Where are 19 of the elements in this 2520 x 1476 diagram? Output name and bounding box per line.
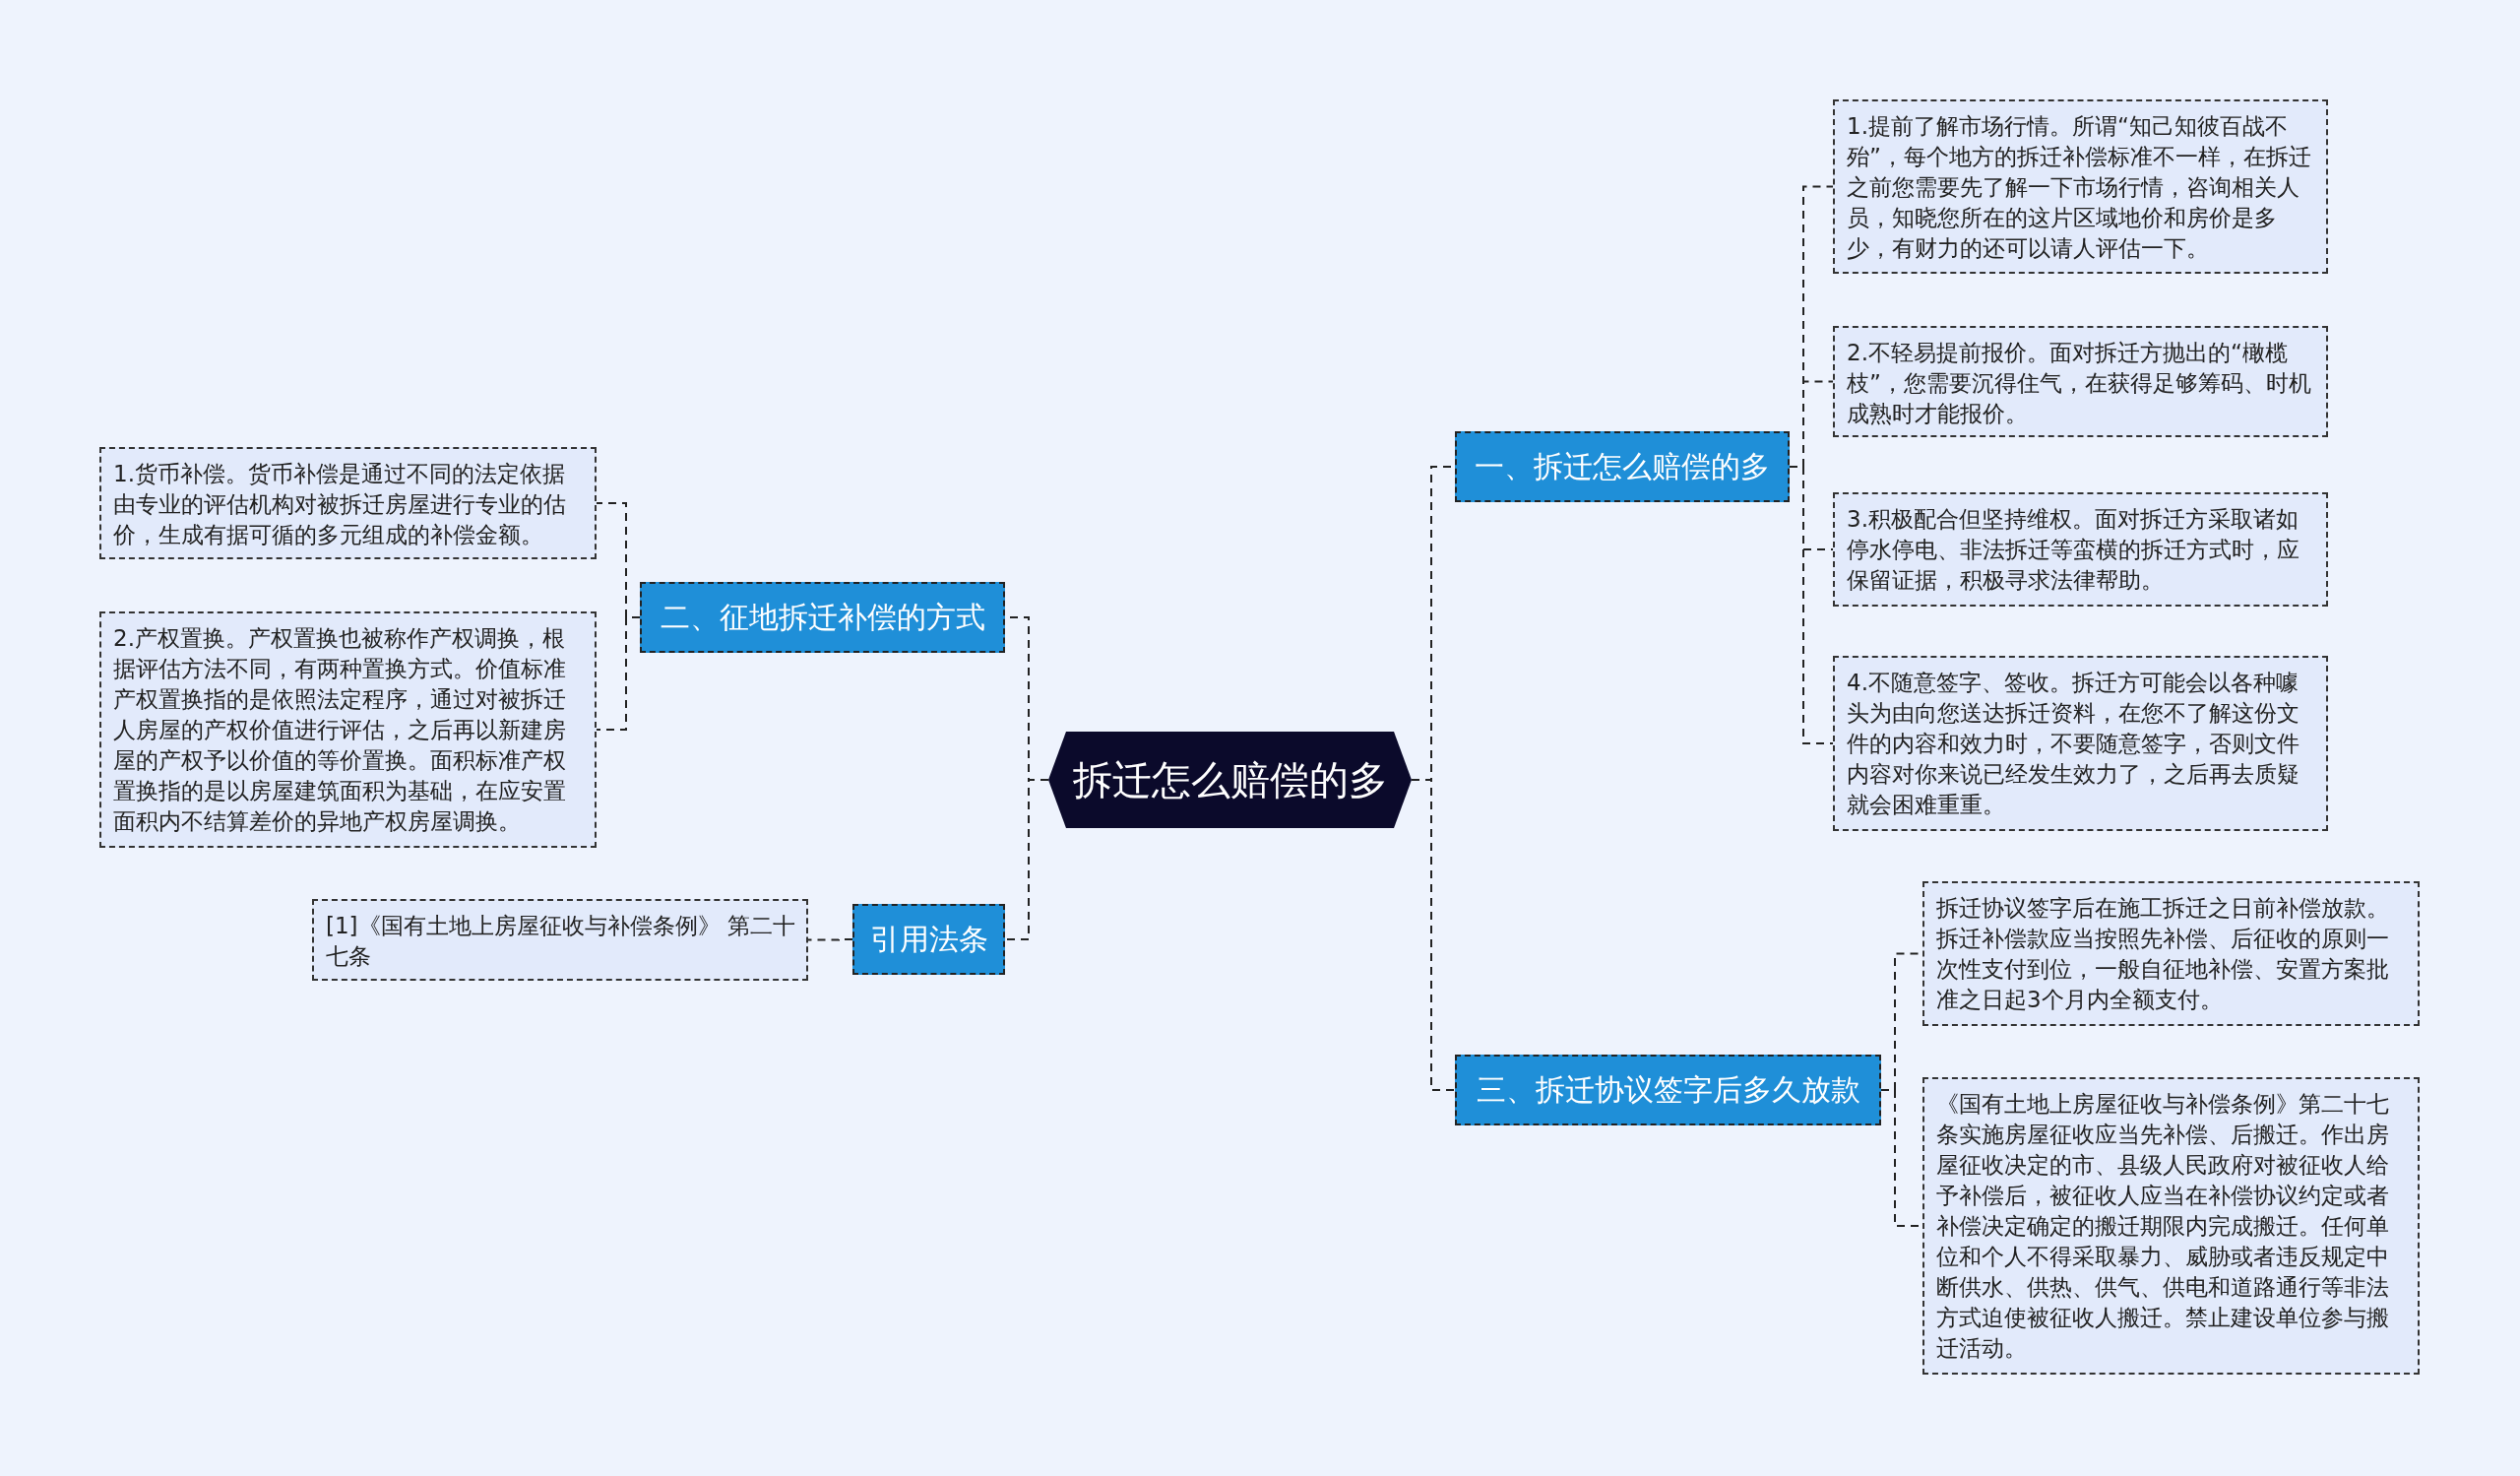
text-box: 《国有土地上房屋征收与补偿条例》第二十七条实施房屋征收应当先补偿、后搬迁。作出房屋征收决定的市、县级人民政府对被征收人给予补偿后，被征收人应当在补偿协议约定或者补偿决定确定的搬迁期限内完成搬迁。任何单位和个人不得采取暴力、威胁或者违反规定中断供水、供热、供气、供电和道路通行等非法方式迫使被征收人搬迁。禁止建设单位参与搬迁活动。 bbox=[1922, 1077, 2420, 1375]
connector-line bbox=[1004, 779, 1049, 940]
connector-line bbox=[1411, 779, 1456, 1091]
text-box: 2.产权置换。产权置换也被称作产权调换，根据评估方法不同，有两种置换方式。价值标准产权置换指的是依照法定程序，通过对被拆迁人房屋的产权价值进行评估，之后再以新建房屋的产权予以价值的等价置换。面积标准产权置换指的是以房屋建筑面积为基础，在应安置面积内不结算差价的异地产权房屋调换。 bbox=[99, 611, 597, 848]
topic-box: 一、拆迁怎么赔偿的多 bbox=[1455, 431, 1790, 502]
connector-line bbox=[596, 616, 641, 731]
connector-line bbox=[807, 938, 853, 941]
central-topic: 拆迁怎么赔偿的多 bbox=[1048, 732, 1412, 828]
text-box: 4.不随意签字、签收。拆迁方可能会以各种噱头为由向您送达拆迁资料，在您不了解这份文件的内容和效力时，不要随意签字，否则文件内容对你来说已经发生效力了，之后再去质疑就会困难重重。 bbox=[1833, 656, 2328, 831]
text-box: 2.不轻易提前报价。面对拆迁方抛出的“橄榄枝”，您需要沉得住气，在获得足够筹码、时机成熟时才能报价。 bbox=[1833, 326, 2328, 437]
connector-line bbox=[1789, 466, 1834, 744]
text-box: 1.提前了解市场行情。所谓“知己知彼百战不殆”，每个地方的拆迁补偿标准不一样，在拆迁之前您需要先了解一下市场行情，咨询相关人员，知晓您所在的这片区域地价和房价是多少，有财力的还可以请人评估一下。 bbox=[1833, 99, 2328, 274]
text-box: 拆迁协议签字后在施工拆迁之日前补偿放款。拆迁补偿款应当按照先补偿、后征收的原则一次性支付到位，一般自征地补偿、安置方案批准之日起3个月内全额支付。 bbox=[1922, 881, 2420, 1026]
text-box: 1.货币补偿。货币补偿是通过不同的法定依据由专业的评估机构对被拆迁房屋进行专业的估价，生成有据可循的多元组成的补偿金额。 bbox=[99, 447, 597, 559]
topic-box: 二、征地拆迁补偿的方式 bbox=[640, 582, 1005, 653]
topic-box: 三、拆迁协议签字后多久放款 bbox=[1455, 1055, 1881, 1125]
topic-box: 引用法条 bbox=[852, 904, 1005, 975]
text-box: [1]《国有土地上房屋征收与补偿条例》 第二十七条 bbox=[312, 899, 808, 981]
text-box: 3.积极配合但坚持维权。面对拆迁方采取诸如停水停电、非法拆迁等蛮横的拆迁方式时，应保留证据，积极寻求法律帮助。 bbox=[1833, 492, 2328, 607]
